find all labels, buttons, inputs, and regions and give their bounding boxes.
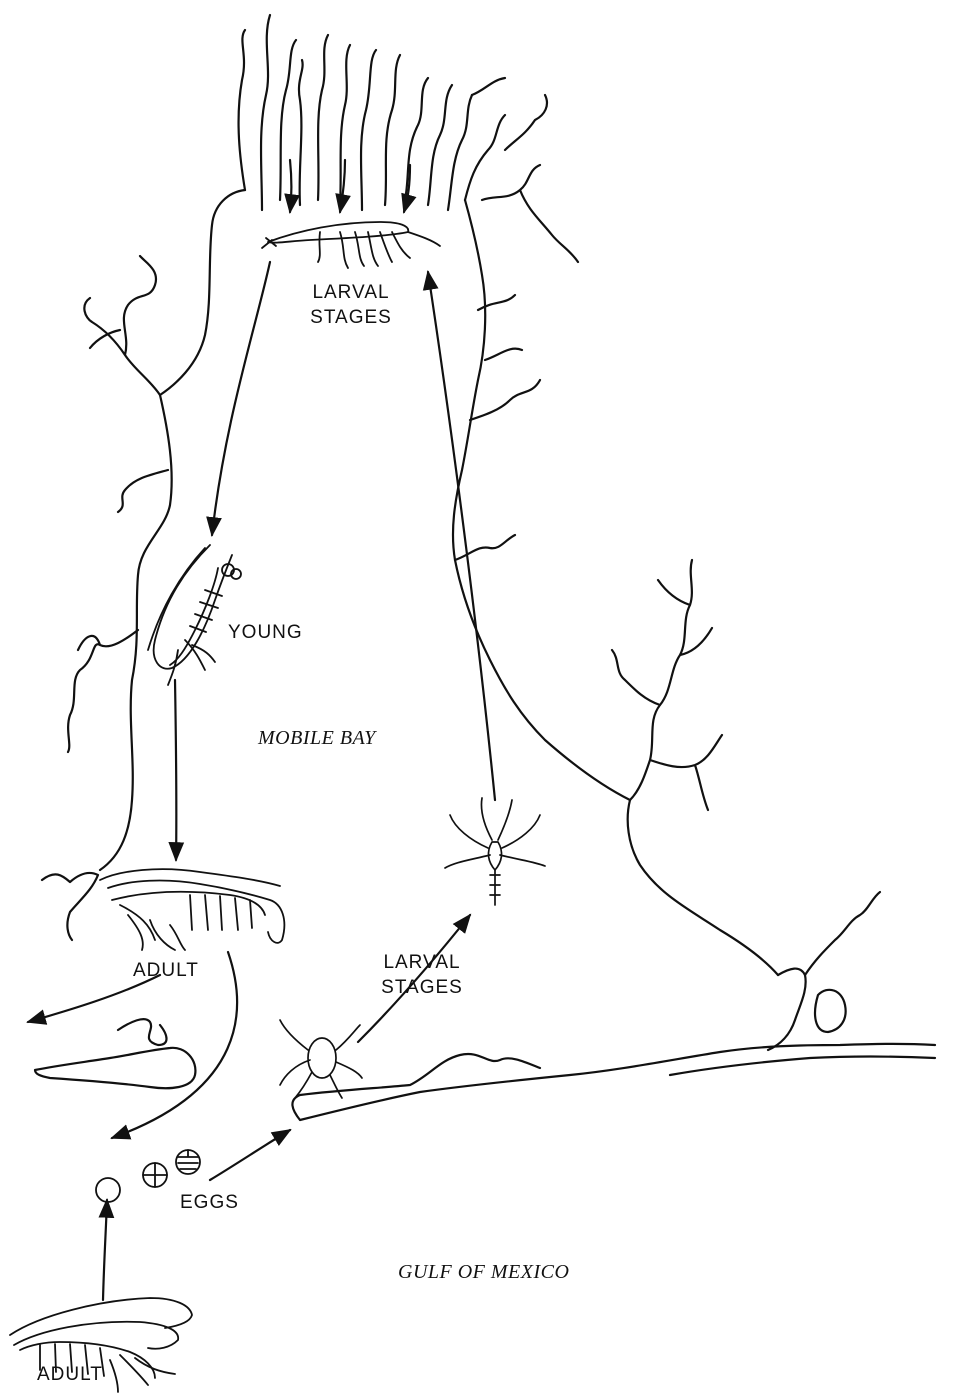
arrow-eggs-to-larva — [210, 1130, 290, 1180]
label-larval-stages-upper-line1: LARVAL — [296, 280, 406, 305]
label-larval-stages-upper-line2: STAGES — [296, 305, 406, 330]
east-creek-c — [455, 535, 515, 560]
arrow-upper-larvae-to-young — [212, 262, 270, 535]
label-larval-stages-gulf-line2: STAGES — [367, 975, 477, 1000]
east-bay-point — [768, 969, 806, 1050]
lower-east-shore — [628, 800, 778, 975]
nauplius-larva-drawing — [280, 1020, 362, 1098]
arrow-delta-in-1 — [290, 160, 292, 212]
west-creek-a — [118, 470, 168, 512]
bay-west-shoreline — [100, 190, 245, 870]
northeast-tributary — [472, 78, 578, 262]
label-larval-stages-gulf-line1: LARVAL — [367, 950, 477, 975]
barrier-peninsula-inner — [670, 1057, 935, 1076]
label-eggs: EGGS — [180, 1190, 239, 1215]
east-marsh-creek — [805, 892, 880, 975]
label-young: YOUNG — [228, 620, 303, 645]
young-shrimp-drawing — [148, 545, 241, 685]
arrow-gulf-adult-to-eggs — [103, 1200, 107, 1300]
northern-delta-rivers — [239, 15, 505, 210]
arrow-young-to-adult — [175, 680, 176, 860]
label-gulf-of-mexico: GULF OF MEXICO — [398, 1260, 569, 1285]
label-larval-stages-upper: LARVAL STAGES — [296, 280, 406, 330]
southeast-tributary-network — [612, 560, 722, 810]
west-creek-b — [68, 630, 138, 752]
label-mobile-bay: MOBILE BAY — [258, 726, 376, 751]
northwest-tributary — [84, 256, 160, 395]
east-bay-lagoon — [815, 990, 846, 1032]
upper-larva-drawing — [262, 222, 440, 268]
east-creek-b — [470, 380, 540, 420]
arrow-zoea-to-upper-larvae — [428, 272, 495, 800]
west-point-shore — [42, 873, 98, 940]
bay-east-shoreline — [453, 200, 630, 800]
label-larval-stages-gulf: LARVAL STAGES — [367, 950, 477, 1000]
mysis-larva-drawing — [445, 798, 545, 905]
bay-adult-shrimp-drawing — [100, 869, 284, 950]
barrier-peninsula — [292, 1044, 935, 1120]
west-island — [35, 1048, 195, 1088]
label-adult-bay: ADULT — [133, 958, 199, 983]
west-island-hook — [118, 1019, 167, 1045]
label-adult-gulf: ADULT — [37, 1362, 103, 1387]
